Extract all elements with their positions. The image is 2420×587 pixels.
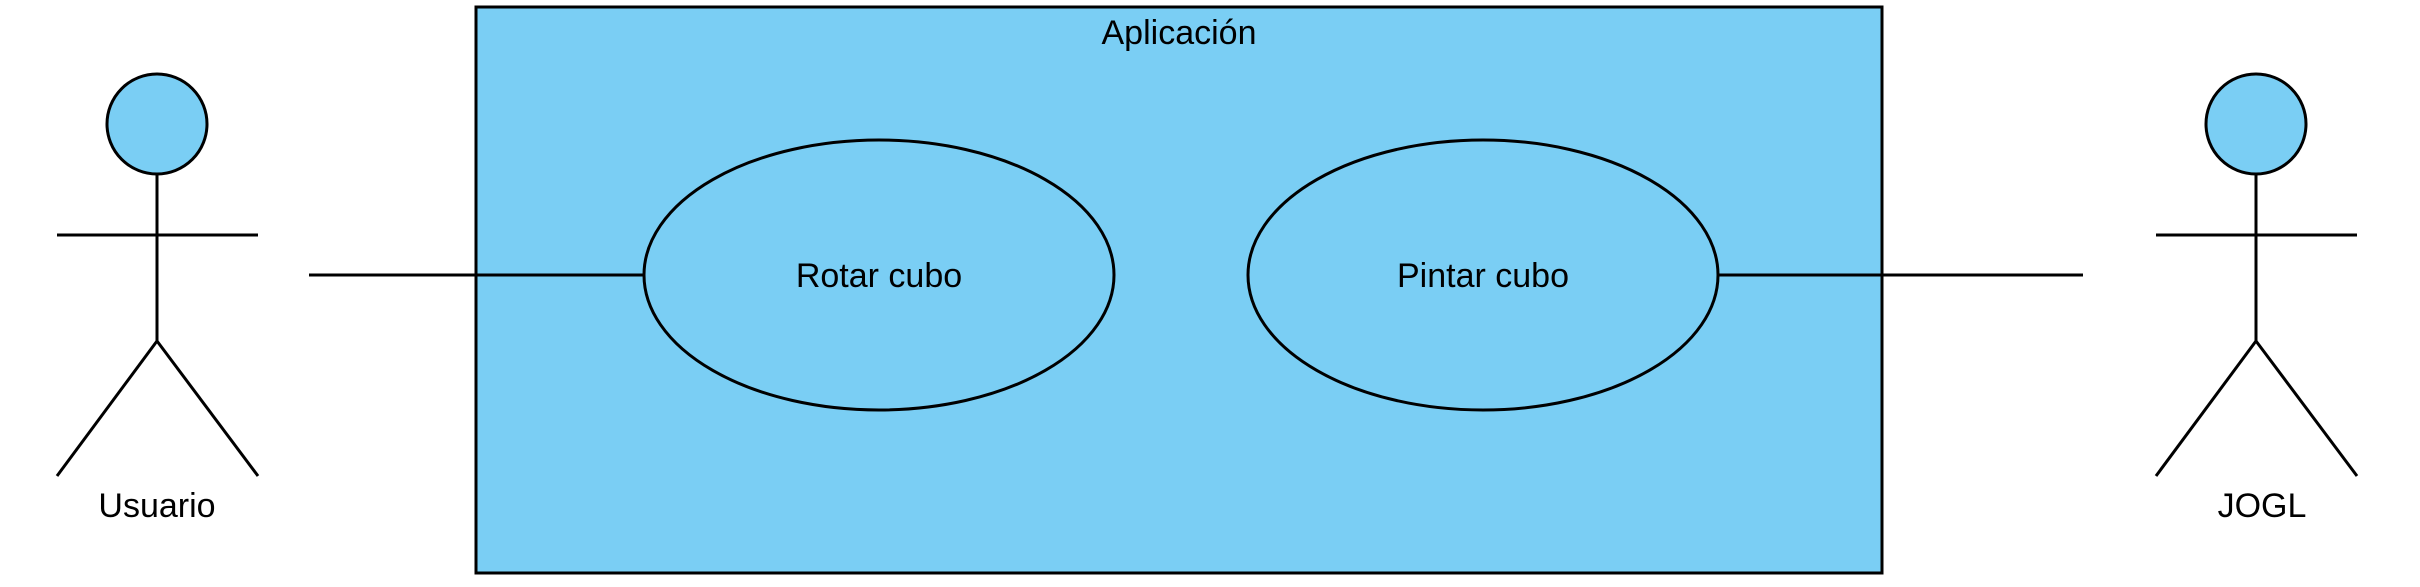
actor-usuario[interactable]: Usuario (55, 72, 260, 525)
actor-label: Usuario (98, 487, 215, 525)
actor-right-leg (2254, 340, 2359, 477)
system-title: Aplicación (1102, 14, 1257, 52)
actor-left-leg (55, 340, 159, 477)
actor-label: JOGL (2218, 487, 2307, 525)
actor-head (105, 72, 209, 176)
actor-jogl[interactable]: JOGL (2154, 72, 2359, 525)
use-case-label: Rotar cubo (796, 257, 962, 295)
use-case-ellipse (1246, 138, 1720, 412)
use-case-label: Pintar cubo (1397, 257, 1569, 295)
use-case-ellipse (642, 138, 1116, 412)
use-case-rotar-cubo[interactable]: Rotar cubo (642, 138, 1116, 412)
actor-left-leg (2154, 340, 2258, 477)
actor-head (2204, 72, 2308, 176)
actor-right-leg (155, 340, 260, 477)
use-case-pintar-cubo[interactable]: Pintar cubo (1246, 138, 1720, 412)
